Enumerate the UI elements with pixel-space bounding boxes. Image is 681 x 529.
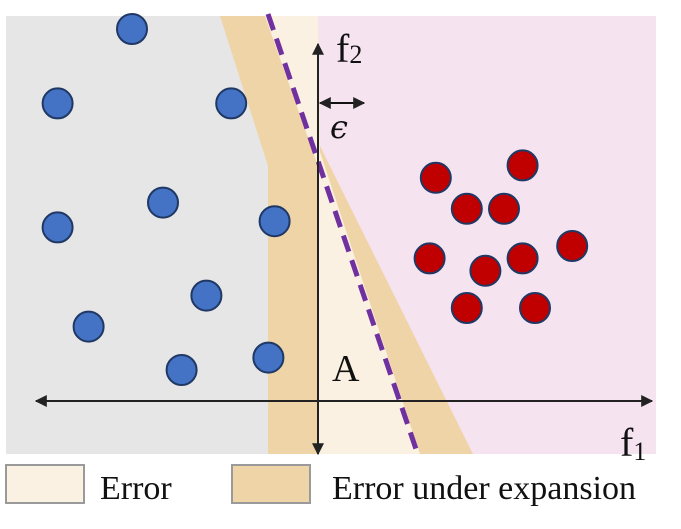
blue-class-points <box>41 13 291 386</box>
blue-point-2 <box>41 87 74 120</box>
blue-point-6 <box>258 205 291 238</box>
red-point-7 <box>556 230 589 262</box>
red-point-2 <box>506 149 539 182</box>
red-point-5 <box>413 242 446 275</box>
legend-error-label: Error <box>100 470 172 507</box>
red-point-6 <box>506 242 539 275</box>
blue-point-1 <box>116 13 148 45</box>
blue-point-7 <box>190 279 223 312</box>
red-point-3 <box>450 192 483 225</box>
f2-axis-subscript: 2 <box>349 40 362 69</box>
blue-point-9 <box>165 354 198 386</box>
blue-point-10 <box>252 341 285 374</box>
legend-expansion-swatch <box>231 464 311 504</box>
f2-axis-label: f2 <box>336 26 362 71</box>
red-point-4 <box>488 192 520 225</box>
epsilon-label: ϵ <box>330 108 348 146</box>
red-class-points <box>413 149 589 324</box>
red-point-10 <box>519 292 551 324</box>
red-point-1 <box>419 161 452 194</box>
f1-axis-subscript: 1 <box>633 437 646 466</box>
f1-axis-label: f1 <box>620 420 646 466</box>
blue-point-3 <box>215 87 248 120</box>
point-a-label: A <box>332 348 360 390</box>
blue-point-8 <box>72 310 105 343</box>
red-point-9 <box>450 292 483 324</box>
red-point-8 <box>469 254 502 287</box>
blue-point-4 <box>147 186 179 219</box>
legend-error-swatch <box>5 464 85 504</box>
legend-expansion-label: Error under expansion <box>332 470 636 507</box>
legend: Error Error under expansion <box>5 464 636 507</box>
blue-point-5 <box>41 211 74 244</box>
